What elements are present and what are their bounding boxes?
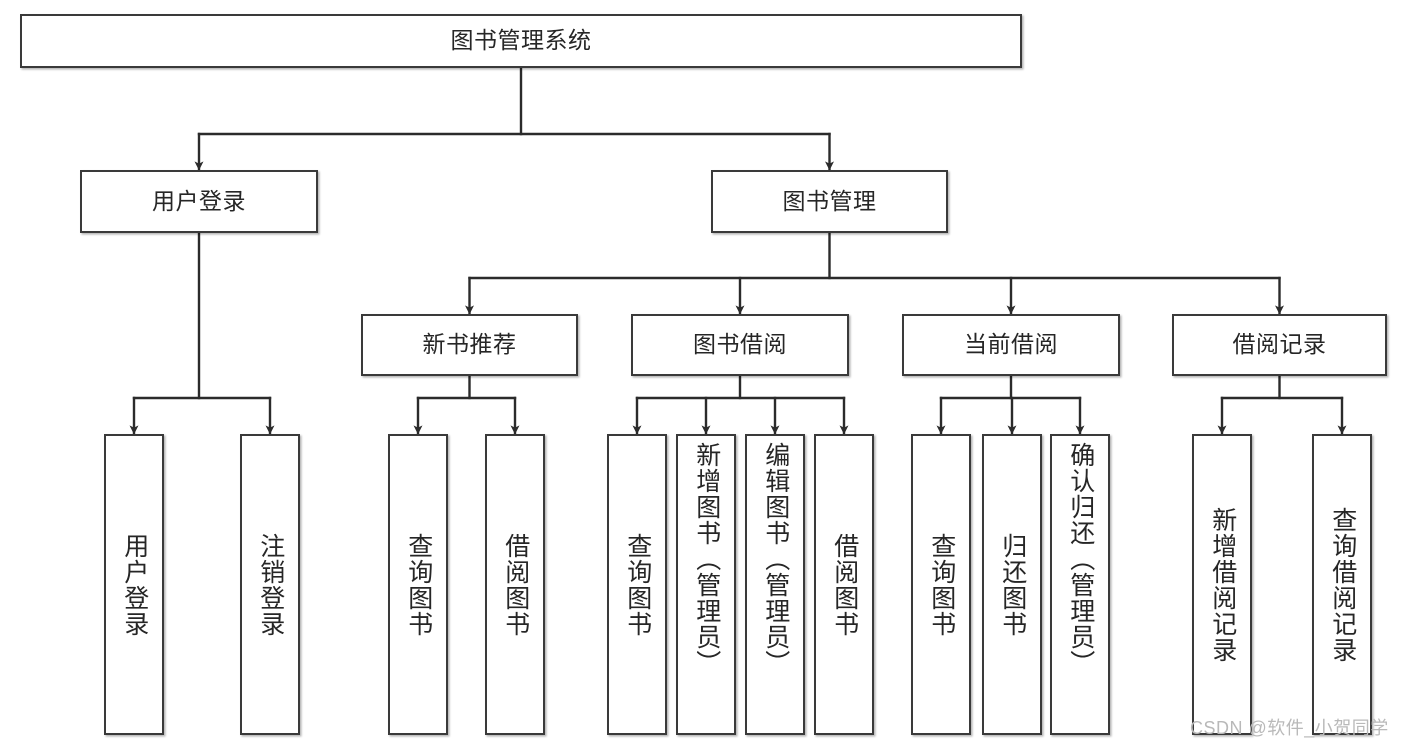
node-leaf-nbr-borrow[interactable]: 借阅图书 <box>485 434 545 735</box>
node-label: 查询图书 <box>927 532 956 637</box>
node-label: 图书管理 <box>782 187 877 214</box>
node-label: 用户登录 <box>120 532 149 637</box>
node-leaf-user-logout[interactable]: 注销登录 <box>240 434 300 735</box>
node-label: 查询借阅记录 <box>1328 506 1357 663</box>
node-lvl2-current-borrow[interactable]: 当前借阅 <box>902 314 1120 376</box>
node-leaf-cb-confirm[interactable]: 确认归还（管理员） <box>1050 434 1110 735</box>
node-label: 图书管理系统 <box>450 27 592 54</box>
node-leaf-nbr-query[interactable]: 查询图书 <box>388 434 448 735</box>
node-label: 新书推荐 <box>422 331 517 358</box>
node-leaf-cb-query[interactable]: 查询图书 <box>911 434 971 735</box>
node-leaf-bb-edit[interactable]: 编辑图书（管理员） <box>745 434 805 735</box>
node-leaf-cb-return[interactable]: 归还图书 <box>982 434 1042 735</box>
node-leaf-br-query[interactable]: 查询借阅记录 <box>1312 434 1372 735</box>
node-label: 新增图书（管理员） <box>692 442 721 676</box>
node-leaf-bb-add[interactable]: 新增图书（管理员） <box>676 434 736 735</box>
node-label: 注销登录 <box>256 532 285 637</box>
node-leaf-user-login[interactable]: 用户登录 <box>104 434 164 735</box>
node-label: 借阅图书 <box>501 532 530 637</box>
node-lvl2-new-book-rec[interactable]: 新书推荐 <box>361 314 578 376</box>
node-leaf-bb-borrow[interactable]: 借阅图书 <box>814 434 874 735</box>
node-lvl2-book-borrow[interactable]: 图书借阅 <box>631 314 849 376</box>
node-label: 确认归还（管理员） <box>1066 442 1095 676</box>
node-label: 借阅图书 <box>830 532 859 637</box>
node-label: 查询图书 <box>404 532 433 637</box>
node-leaf-br-add[interactable]: 新增借阅记录 <box>1192 434 1252 735</box>
node-label: 用户登录 <box>152 187 246 214</box>
node-label: 借阅记录 <box>1232 331 1327 358</box>
node-label: 编辑图书（管理员） <box>761 442 790 676</box>
node-lvl1-book-mgmt[interactable]: 图书管理 <box>711 170 948 233</box>
node-label: 新增借阅记录 <box>1208 506 1237 663</box>
node-label: 图书借阅 <box>693 331 787 358</box>
node-lvl2-borrow-record[interactable]: 借阅记录 <box>1172 314 1387 376</box>
node-lvl1-user-login[interactable]: 用户登录 <box>80 170 318 233</box>
node-label: 当前借阅 <box>964 331 1058 358</box>
csdn-watermark: CSDN @软件_小贺同学 <box>1190 718 1389 738</box>
node-leaf-bb-query[interactable]: 查询图书 <box>607 434 667 735</box>
node-label: 归还图书 <box>998 532 1027 637</box>
node-label: 查询图书 <box>623 532 652 637</box>
node-root[interactable]: 图书管理系统 <box>20 14 1022 68</box>
